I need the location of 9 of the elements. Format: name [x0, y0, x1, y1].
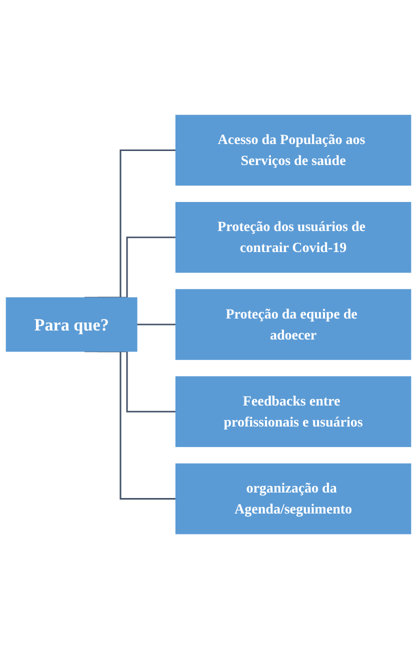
- node-box: organização da Agenda/seguimento: [175, 464, 412, 535]
- node-box: Proteção dos usuários de contrair Covid-19: [175, 202, 412, 274]
- node-box: Feedbacks entre profissionais e usuários: [175, 376, 412, 448]
- node-box: Acesso da População aos Serviços de saúde: [175, 115, 412, 186]
- connector: [98, 237, 176, 299]
- node-box: Para que?: [6, 298, 138, 352]
- connector: [84, 150, 176, 299]
- node-box: Proteção da equipe de adoecer: [175, 290, 412, 360]
- connector: [136, 324, 176, 326]
